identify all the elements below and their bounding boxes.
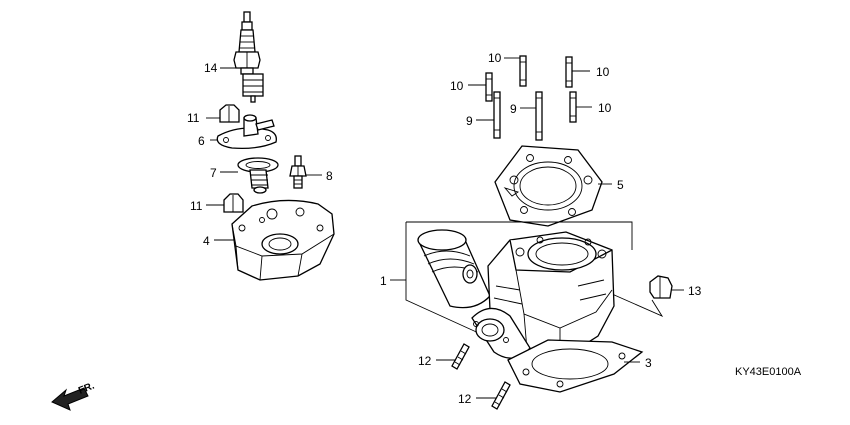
callout-11-upper[interactable]: 11 — [187, 111, 200, 125]
piston[interactable] — [417, 229, 491, 309]
stud-9-left[interactable] — [493, 91, 501, 139]
callout-14[interactable]: 14 — [204, 61, 218, 75]
callout-6[interactable]: 6 — [198, 134, 205, 148]
stud-10-left[interactable] — [485, 72, 493, 102]
stud-10-top-center[interactable] — [519, 55, 527, 87]
callout-5[interactable]: 5 — [617, 178, 624, 192]
stud-bolt-12-upper[interactable] — [451, 343, 470, 370]
callout-1[interactable]: 1 — [380, 274, 387, 288]
cylinder[interactable] — [471, 231, 615, 363]
stud-10-right[interactable] — [569, 91, 577, 123]
callout-8[interactable]: 8 — [326, 169, 333, 183]
callout-9-center[interactable]: 9 — [510, 102, 517, 116]
thermostat[interactable] — [237, 157, 279, 194]
nut-lower[interactable] — [223, 193, 244, 213]
stud-bolt-12-lower[interactable] — [491, 381, 511, 410]
head-gasket[interactable] — [494, 145, 603, 227]
nut-13[interactable] — [649, 275, 673, 299]
front-direction-arrow: FR. — [51, 380, 96, 411]
callout-4[interactable]: 4 — [203, 234, 210, 248]
callout-11-lower[interactable]: 11 — [190, 199, 203, 213]
callout-10-top-center[interactable]: 10 — [488, 51, 502, 65]
temperature-sensor[interactable] — [289, 155, 307, 189]
cylinder-head[interactable] — [231, 199, 335, 281]
base-gasket[interactable] — [507, 339, 644, 393]
callout-10-top-right[interactable]: 10 — [596, 65, 610, 79]
spark-plug[interactable] — [233, 11, 264, 103]
callout-12-upper[interactable]: 12 — [418, 354, 432, 368]
callout-12-lower[interactable]: 12 — [458, 392, 472, 406]
thermostat-cover[interactable] — [216, 114, 277, 150]
callout-7[interactable]: 7 — [210, 166, 217, 180]
callout-3[interactable]: 3 — [645, 356, 652, 370]
callout-13[interactable]: 13 — [688, 284, 702, 298]
direction-label: FR. — [77, 380, 96, 396]
callout-10-left[interactable]: 10 — [450, 79, 464, 93]
diagram-code: KY43E0100A — [735, 366, 802, 378]
callout-10-right[interactable]: 10 — [598, 101, 612, 115]
callout-9-left[interactable]: 9 — [466, 114, 473, 128]
stud-10-top-right[interactable] — [565, 56, 573, 88]
stud-9-center[interactable] — [535, 91, 543, 141]
nut-upper[interactable] — [219, 104, 240, 123]
